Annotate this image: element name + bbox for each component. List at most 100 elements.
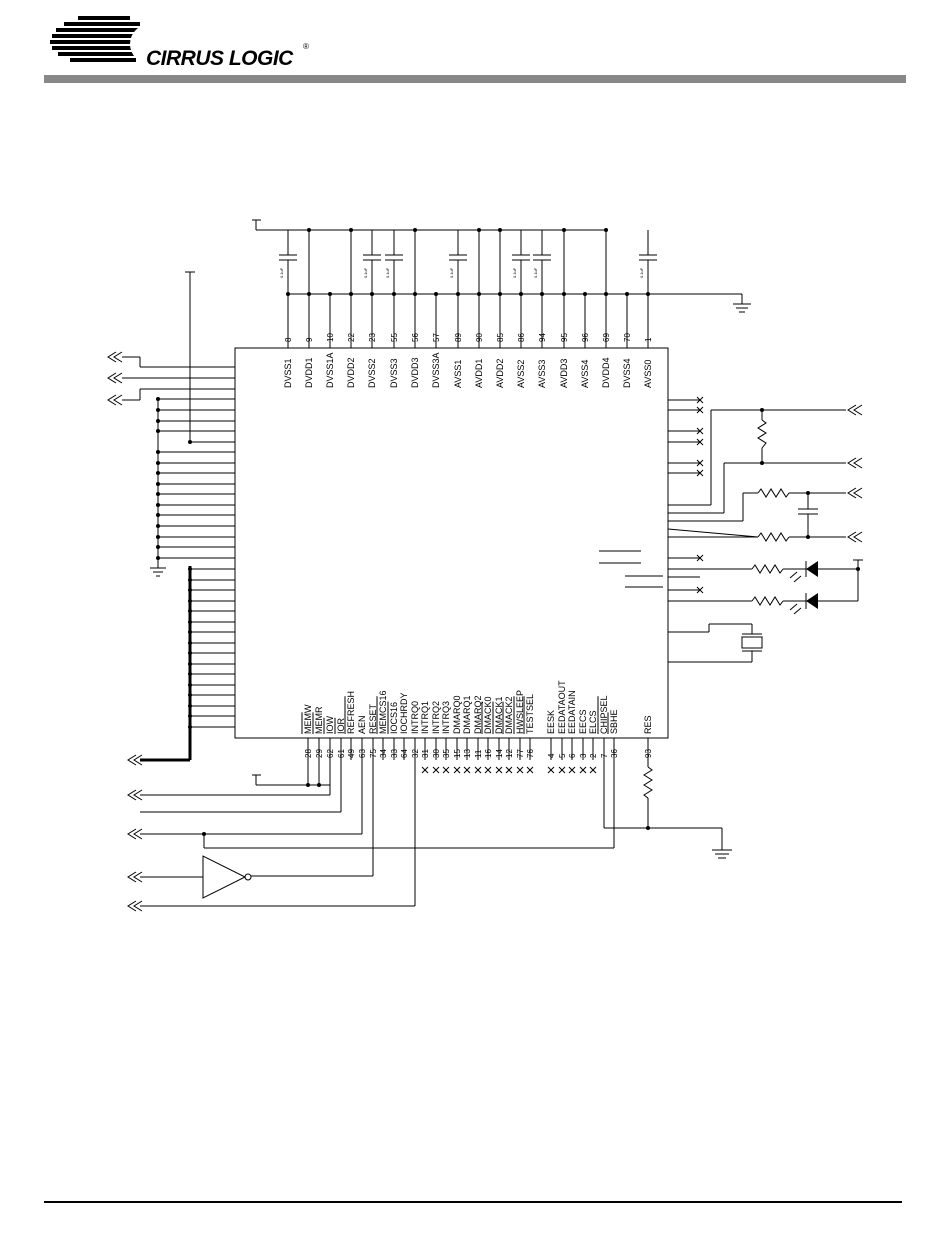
pin-label: IOCHRDY [399, 692, 409, 734]
capacitor-label: 0.1uF [363, 267, 368, 278]
pin-label: SBHE [609, 709, 619, 734]
no-connect-mark [526, 766, 534, 774]
chip-body [234, 347, 669, 739]
right-connectors [847, 404, 863, 543]
capacitor-symbol: 0.1uF [385, 230, 403, 294]
no-connect-mark [432, 766, 440, 774]
no-connect-mark [453, 766, 461, 774]
pin-label: AVSS4 [580, 360, 590, 388]
no-connect-mark [589, 766, 597, 774]
pin-number: 8 [284, 337, 293, 342]
pin-number: 62 [326, 749, 335, 758]
pin-number: 95 [560, 333, 569, 342]
capacitor-label: 0.1uF [512, 267, 517, 278]
resistor-symbol [751, 596, 784, 606]
pin-number: 77 [516, 749, 525, 758]
pin-label: REFRESH [346, 691, 356, 734]
no-connect-mark [484, 766, 492, 774]
pin-label: DVSS1 [283, 358, 293, 388]
capacitor-label: 0.1uF [279, 267, 284, 278]
pin-number: 96 [581, 333, 590, 342]
registered-mark: ® [303, 42, 309, 51]
bottom-pin-eecs: EECS 3 [578, 709, 588, 774]
bottom-wiring [140, 566, 732, 907]
left-connector-2 [107, 372, 123, 384]
no-connect-mark [463, 766, 471, 774]
pin-label: AVSS2 [516, 360, 526, 388]
header-bar [44, 75, 906, 83]
left-connector-1 [107, 351, 123, 363]
capacitor-symbol: 0.1uF [512, 230, 530, 294]
pin-label: DVDD1 [304, 357, 314, 388]
pin-number: 2 [589, 753, 598, 758]
pin-label: HWSLEEP [515, 690, 525, 734]
no-connect-marks [668, 396, 704, 594]
pin-label: DVSS2 [367, 358, 377, 388]
left-connector-3 [107, 394, 123, 406]
no-connect-mark [421, 766, 429, 774]
bottom-connector-5 [127, 900, 143, 912]
pin-label: MEMR [314, 706, 324, 734]
pin-number: 61 [337, 749, 346, 758]
capacitor-symbol: 0.1uF [449, 230, 467, 294]
pin-number: 31 [421, 749, 430, 758]
no-connect-mark [696, 438, 704, 446]
no-connect-mark [696, 406, 704, 414]
bottom-connector-2 [127, 789, 143, 801]
pin-label: DVSS3 [389, 358, 399, 388]
pin-number: 32 [411, 749, 420, 758]
left-side-connections [107, 271, 235, 729]
pin-label: IOW [325, 715, 335, 734]
pin-number: 90 [475, 333, 484, 342]
pin-number: 3 [579, 753, 588, 758]
capacitor-symbol: 0.1uF [363, 230, 381, 294]
bottom-connector-4 [127, 871, 143, 883]
logo-swoosh-icon [50, 16, 170, 64]
pin-number: 94 [538, 333, 547, 342]
pin-label: CHIPSEL [599, 695, 609, 734]
resistor-symbol [643, 766, 653, 799]
pin-number: 49 [347, 749, 356, 758]
pin-label: RES [643, 715, 653, 734]
pin-label: AVDD2 [495, 359, 505, 388]
pin-label: DVDD3 [410, 357, 420, 388]
right-connector-3 [847, 487, 863, 499]
led-icon [806, 561, 818, 577]
pin-label: EECS [578, 709, 588, 734]
bottom-pin-hwsleep: HWSLEEP 77 [513, 690, 525, 774]
pin-number: 70 [623, 333, 632, 342]
resistor-symbol [757, 419, 767, 449]
pin-number: 13 [463, 749, 472, 758]
pin-label: AVDD1 [474, 359, 484, 388]
pin-number: 22 [347, 333, 356, 342]
pin-label: DVSS1A [325, 352, 335, 388]
capacitor-symbol: 0.1uF [279, 230, 297, 294]
capacitor-label: 0.1uF [385, 267, 390, 278]
pin-number: 1 [644, 337, 653, 342]
led-icon [806, 593, 818, 609]
no-connect-mark [696, 586, 704, 594]
inverter-icon [202, 855, 247, 899]
logo-text: CIRRUS LOGIC [146, 47, 294, 70]
no-connect-mark [696, 469, 704, 477]
no-connect-mark [495, 766, 503, 774]
capacitor-symbol: 0.1uF [639, 230, 657, 294]
